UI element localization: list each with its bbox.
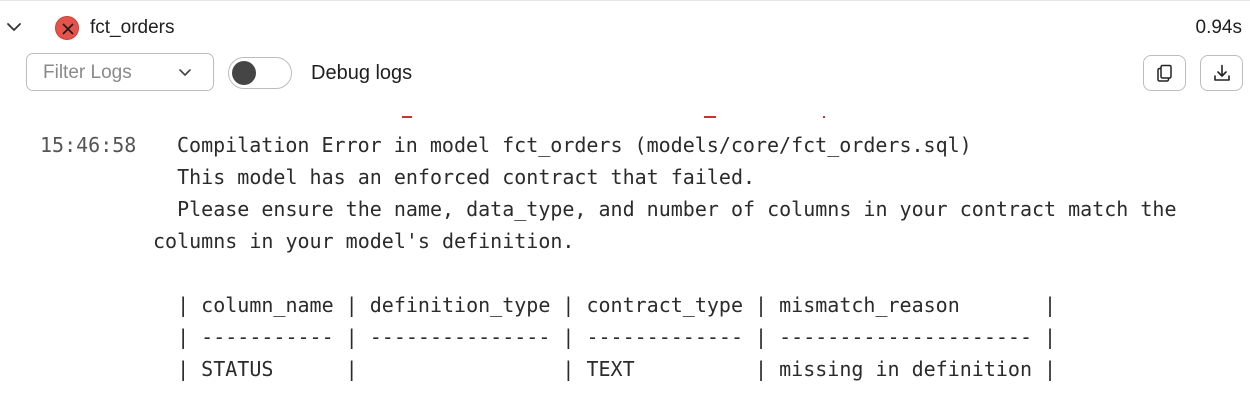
copy-icon	[1157, 64, 1172, 82]
truncated-log-mark	[704, 116, 716, 118]
copy-button[interactable]	[1143, 55, 1186, 91]
filter-logs-select[interactable]: Filter Logs	[26, 53, 214, 91]
log-line: Please ensure the name, data_type, and n…	[153, 197, 1177, 221]
table-row: | STATUS | | TEXT | missing in definitio…	[153, 357, 1057, 381]
toggle-knob	[232, 61, 256, 85]
debug-logs-label: Debug logs	[311, 62, 413, 84]
log-line: columns in your model's definition.	[153, 229, 575, 253]
download-button[interactable]	[1200, 55, 1243, 91]
download-icon	[1214, 64, 1230, 81]
log-line: Compilation Error in model fct_orders (m…	[177, 133, 972, 157]
debug-logs-toggle[interactable]	[228, 57, 292, 89]
model-name: fct_orders	[90, 17, 175, 38]
truncated-log-mark	[402, 116, 412, 118]
log-line: This model has an enforced contract that…	[153, 165, 756, 189]
log-timestamp: 15:46:58	[40, 133, 137, 157]
chevron-down-icon[interactable]	[6, 19, 22, 35]
chevron-down-icon	[179, 69, 191, 76]
table-separator-row: | ----------- | --------------- | ------…	[153, 325, 1057, 349]
truncated-log-mark	[823, 116, 825, 118]
error-status-icon	[55, 16, 79, 40]
table-header-row: | column_name | definition_type | contra…	[153, 293, 1057, 317]
filter-logs-placeholder: Filter Logs	[43, 62, 132, 83]
run-duration: 0.94s	[1195, 17, 1242, 38]
